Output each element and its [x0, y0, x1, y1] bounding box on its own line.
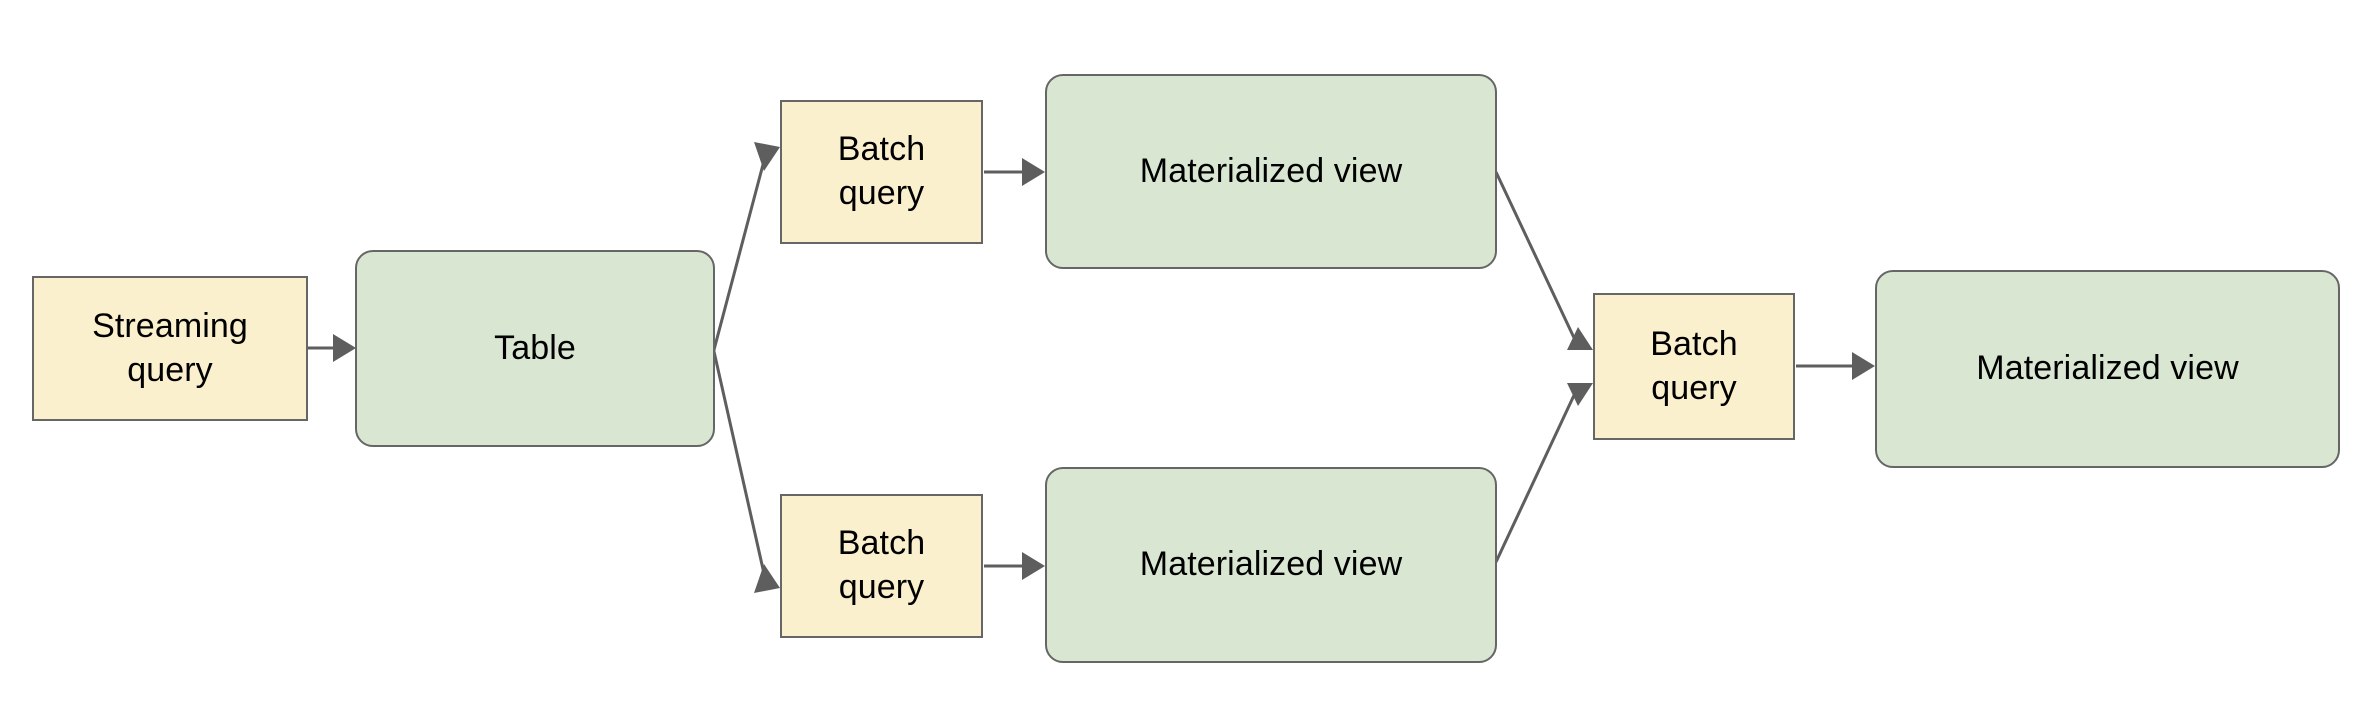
- edge-table-to-batch-query-bottom: [704, 315, 780, 593]
- node-batch-query-join[interactable]: Batch query: [1593, 293, 1795, 440]
- edge-materialized-view-top-to-batch-query-join: [1494, 171, 1593, 350]
- node-materialized-view-top[interactable]: Materialized view: [1045, 74, 1497, 269]
- node-materialized-view-bottom[interactable]: Materialized view: [1045, 467, 1497, 663]
- edge-materialized-view-bottom-to-batch-query-join: [1494, 383, 1593, 563]
- node-table[interactable]: Table: [355, 250, 715, 447]
- edge-batch-query-join-to-materialized-view-final: [1796, 352, 1875, 380]
- edge-batch-query-top-to-materialized-view-top: [984, 158, 1045, 186]
- node-materialized-view-final-label: Materialized view: [1976, 349, 2239, 388]
- edge-streaming-query-to-table: [308, 334, 356, 362]
- edge-batch-query-bottom-to-materialized-view-bottom: [984, 552, 1045, 580]
- node-table-label: Table: [494, 328, 576, 367]
- node-streaming-query[interactable]: Streaming query: [32, 276, 308, 421]
- node-materialized-view-top-label: Materialized view: [1139, 151, 1403, 190]
- node-batch-query-bottom[interactable]: Batch query: [780, 494, 983, 638]
- node-batch-query-top[interactable]: Batch query: [780, 100, 983, 244]
- node-streaming-query-label: Streaming query: [92, 306, 248, 389]
- node-batch-query-join-label: Batch query: [1650, 324, 1738, 407]
- edge-table-to-batch-query-top: [704, 142, 780, 381]
- node-materialized-view-bottom-label: Materialized view: [1139, 545, 1403, 584]
- node-batch-query-bottom-label: Batch query: [837, 524, 926, 606]
- node-materialized-view-final[interactable]: Materialized view: [1875, 270, 2340, 468]
- node-batch-query-top-label: Batch query: [837, 130, 926, 212]
